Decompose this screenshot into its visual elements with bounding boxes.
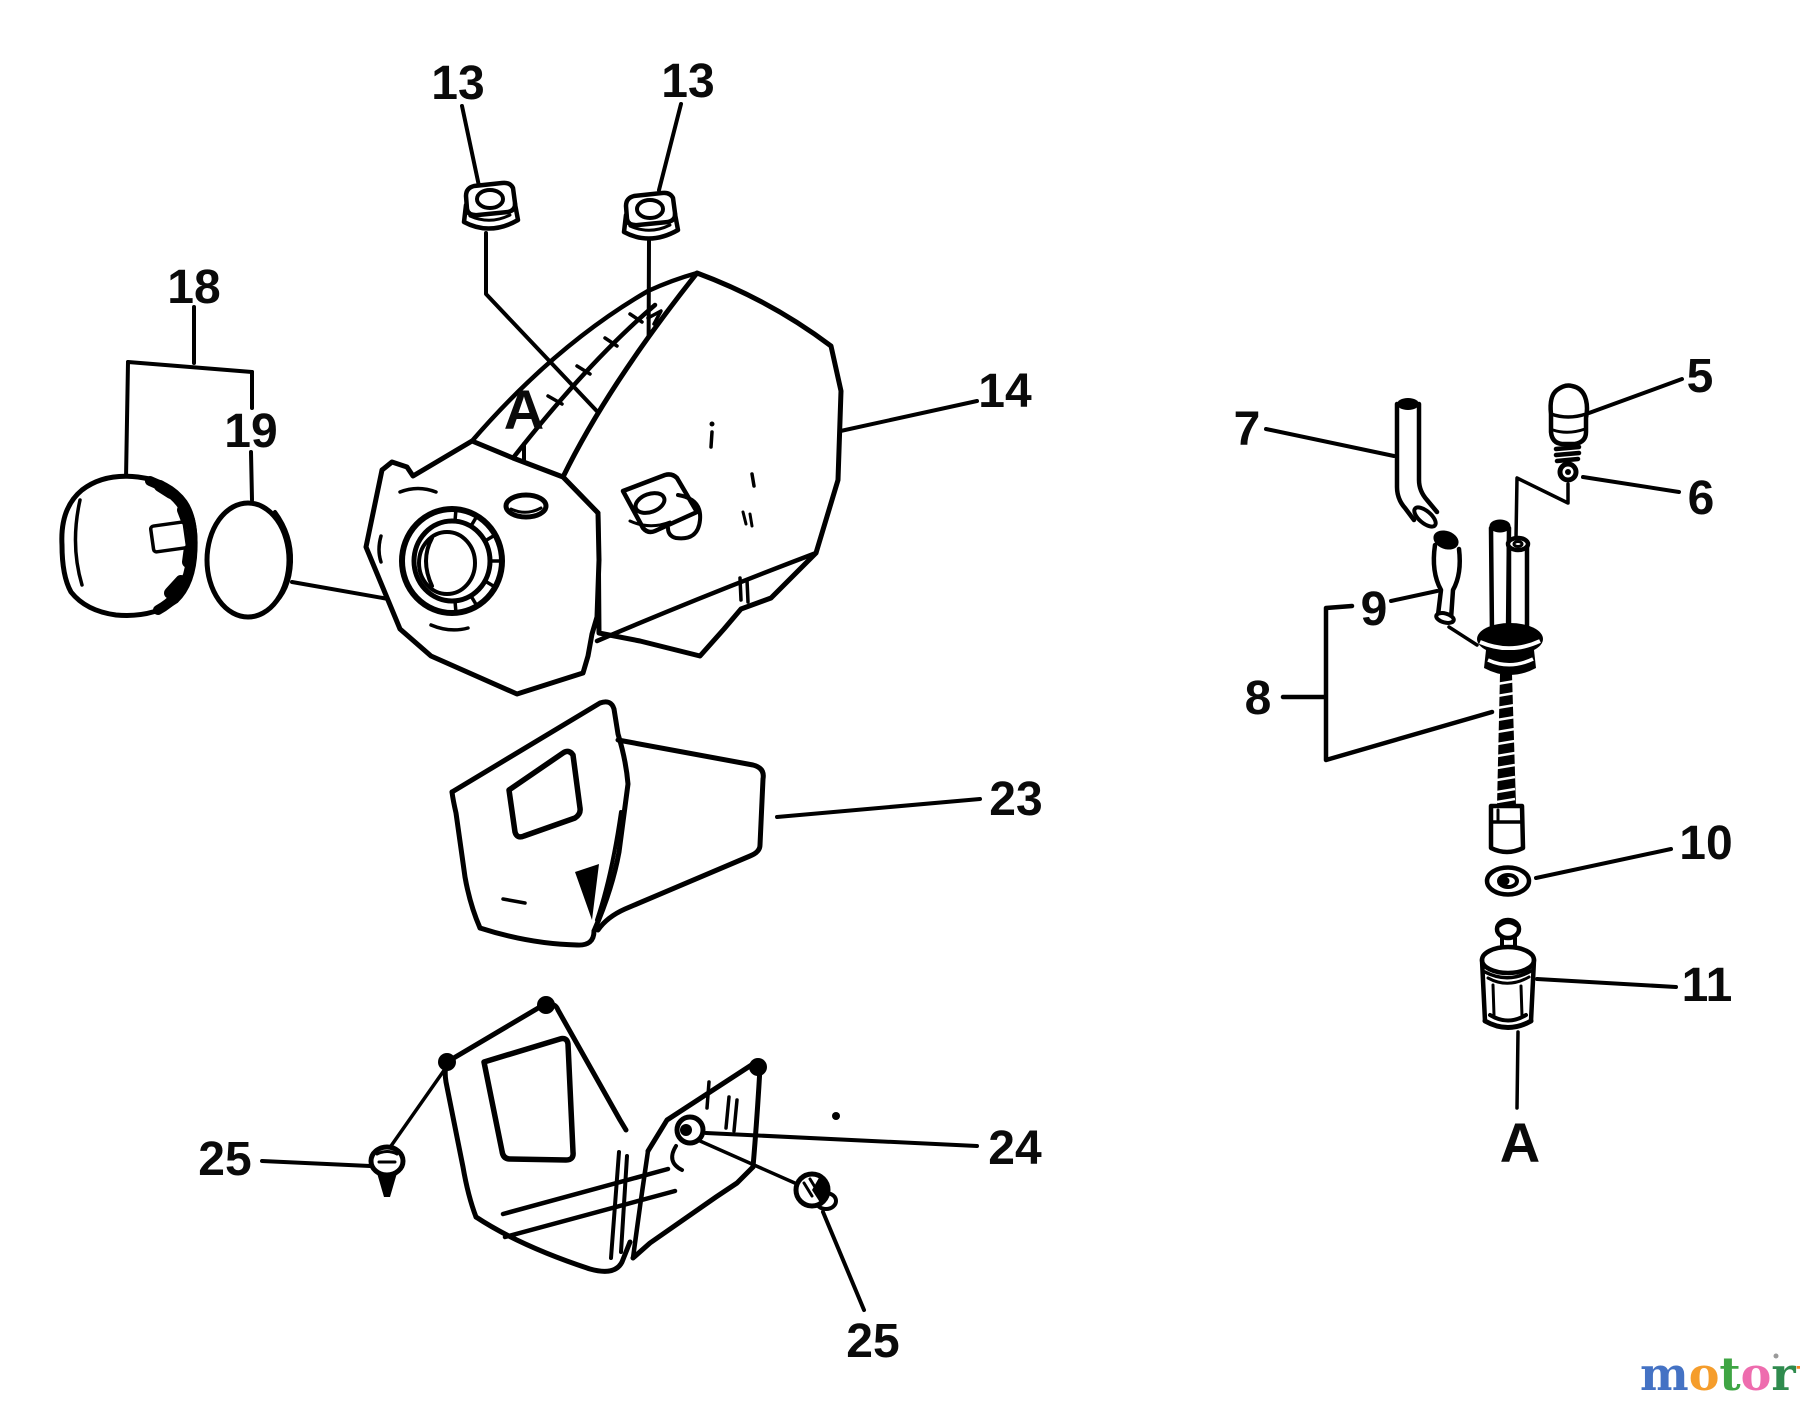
neck-knurl-ticks [453,507,504,615]
washer [1484,865,1532,897]
callout-9: 9 [1361,583,1388,636]
tank-left-face [363,438,602,697]
svg-text:motoruf.de: motoruf.de [1640,1347,1800,1401]
line-weight [1488,803,1526,855]
square-nut-13-left [461,180,521,231]
logo-tick [1773,1353,1779,1359]
logo-letter: o [1689,1347,1720,1401]
grommet [1477,623,1543,675]
fuel-pickup-assembly [1477,519,1543,855]
leader-lines [124,102,1684,1312]
callout-8: 8 [1245,672,1272,725]
callout-23: 23 [989,773,1042,826]
callout-25-left: 25 [198,1133,251,1186]
callout-25-bottom: 25 [846,1315,899,1368]
elbow-pipe [1431,530,1462,625]
fuel-tank [363,270,844,697]
tank-boss [620,472,700,535]
vent-cap [1548,383,1590,464]
vent-cap-threads [1553,444,1582,464]
cap-knurl [154,480,196,599]
callout-labels: 13 13 18 19 A 14 23 25 24 25 7 5 6 9 8 1… [167,55,1732,1368]
screw-25-right [793,1171,838,1211]
cap-gasket [204,500,294,620]
callout-7: 7 [1234,403,1261,456]
shield-window [506,748,583,840]
callout-11: 11 [1682,959,1733,1012]
callout-24: 24 [988,1122,1042,1175]
logo-letter: m [1640,1347,1689,1401]
callout-19: 19 [224,405,277,458]
callout-A-tank: A [504,378,544,441]
square-nut-13-right [621,190,681,241]
callout-10: 10 [1679,817,1732,870]
fuel-filter [1479,917,1537,1030]
fuel-line-coil [1496,674,1516,806]
tank-right-face [560,270,844,659]
callout-18: 18 [167,261,220,314]
callout-14: 14 [978,365,1032,418]
tank-squiggle [666,493,703,541]
callout-13-left: 13 [431,57,484,110]
callout-5: 5 [1687,350,1714,403]
tank-vent-hole [503,492,549,520]
logo-letter: u [1796,1347,1800,1401]
tank-shield [449,699,766,948]
callout-13-right: 13 [661,55,714,108]
bracket-screw-hole [674,1114,706,1146]
callout-A-filter: A [1500,1111,1540,1174]
lower-bracket [438,996,840,1274]
logo-letter: t [1719,1347,1741,1401]
tank-surface-marks [709,421,756,604]
right-pipe [1506,543,1530,641]
motoruf-logo: motoruf.de [1640,1347,1800,1401]
screw-25-left [368,1144,406,1197]
logo-letter: o [1741,1347,1772,1401]
shield-fold-shadow [575,864,599,920]
breather-tube [1394,398,1440,529]
vent-ring [1557,461,1579,483]
filler-neck [399,506,505,616]
bracket-window [481,1035,576,1163]
callout-6: 6 [1688,472,1715,525]
fuel-cap [59,473,198,618]
